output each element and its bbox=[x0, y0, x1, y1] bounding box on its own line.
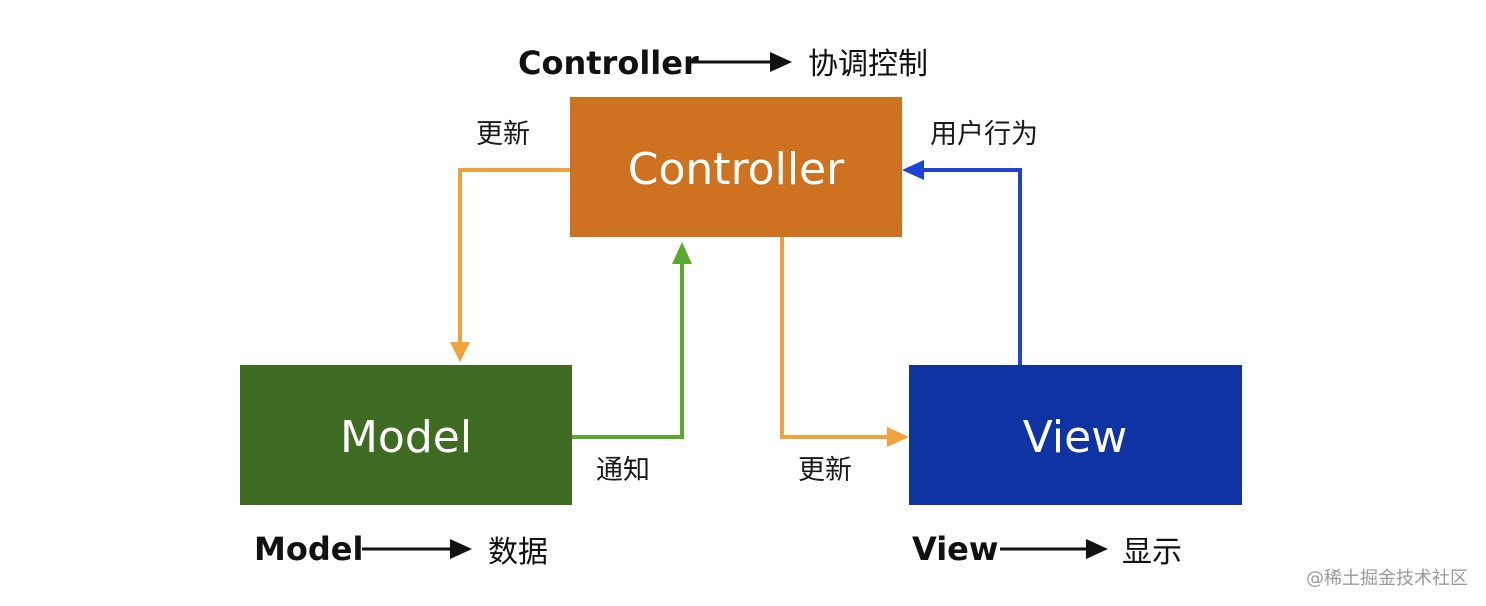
edge-model-to-controller-line bbox=[572, 262, 684, 439]
legend-view: View 显示 bbox=[912, 530, 1182, 570]
edge-view-to-controller-label: 用户行为 bbox=[930, 119, 1038, 150]
edge-controller-to-view-label: 更新 bbox=[798, 455, 852, 486]
edge-view-to-controller-line bbox=[922, 168, 1022, 365]
edge-controller-to-view-line bbox=[780, 237, 890, 439]
legend-model-term: Model bbox=[254, 530, 363, 568]
edge-controller-to-view-arrowhead bbox=[887, 427, 909, 447]
watermark: @稀土掘金技术社区 bbox=[1306, 568, 1468, 589]
legend-controller-arrow-head bbox=[770, 52, 792, 72]
legend-model: Model 数据 bbox=[254, 530, 548, 570]
edge-view-to-controller-arrowhead bbox=[902, 160, 924, 180]
edge-model-to-controller-label: 通知 bbox=[596, 455, 650, 486]
edge-model-to-controller-arrowhead bbox=[672, 242, 692, 264]
legend-view-term: View bbox=[912, 530, 998, 568]
model-box bbox=[240, 365, 572, 505]
edge-controller-to-model: 更新 bbox=[450, 119, 570, 362]
controller-label: Controller bbox=[628, 144, 845, 195]
edge-model-to-controller: 通知 bbox=[572, 242, 692, 486]
legend-controller-meaning: 协调控制 bbox=[808, 47, 928, 82]
legend-controller-term: Controller bbox=[518, 44, 699, 82]
edge-controller-to-model-line bbox=[458, 168, 570, 345]
controller-box bbox=[570, 97, 902, 237]
legend-model-arrow-head bbox=[450, 539, 472, 559]
model-label: Model bbox=[340, 412, 472, 463]
legend-view-meaning: 显示 bbox=[1122, 535, 1182, 570]
model-node: Model bbox=[240, 365, 572, 505]
edge-controller-to-model-arrowhead bbox=[450, 342, 470, 362]
edge-controller-to-model-label: 更新 bbox=[476, 119, 530, 150]
edge-view-to-controller: 用户行为 bbox=[902, 119, 1038, 365]
view-label: View bbox=[1023, 412, 1127, 463]
view-node: View bbox=[909, 365, 1242, 505]
legend-controller: Controller 协调控制 bbox=[518, 44, 928, 82]
edge-controller-to-view: 更新 bbox=[780, 237, 909, 486]
legend-view-arrow-head bbox=[1086, 539, 1108, 559]
view-box bbox=[909, 365, 1242, 505]
legend-model-meaning: 数据 bbox=[488, 535, 548, 570]
controller-node: Controller bbox=[570, 97, 902, 237]
